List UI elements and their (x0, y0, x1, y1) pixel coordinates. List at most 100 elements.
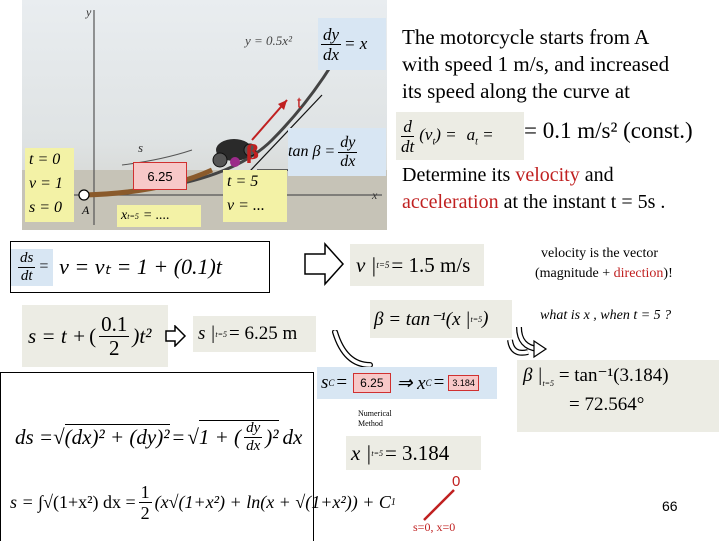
curve-equation: y = 0.5x² (245, 33, 292, 48)
red-slash-arrow (423, 489, 455, 521)
s-eq-den: 2 (108, 335, 120, 360)
axis-x-label: x (372, 188, 378, 202)
s-eq-num: 0.1 (99, 311, 130, 337)
motorcycle-icon (212, 139, 257, 168)
x-result-lhs: x | (351, 440, 372, 465)
problem-line-2: with speed 1 m/s, and increased (402, 52, 670, 76)
velocity-note-2b: direction (613, 266, 664, 281)
s-result-sub: t=5 (215, 329, 227, 339)
tan-beta-lhs: tan β = (288, 143, 336, 160)
beta-equation-box: β = tan⁻¹(x | t=5 ) (370, 300, 512, 338)
task-text-2: at the instant t = 5s . (498, 191, 666, 213)
numerical-method-note: Numerical Method (358, 409, 392, 429)
tan-beta-den: dx (340, 152, 356, 170)
arrow-right-2 (165, 325, 187, 347)
s-eq-rhs: )t² (132, 323, 152, 348)
integral-lhs: s = ∫ (10, 491, 44, 512)
integral-rhs: (x√(1+x²) + ln(x + √(1+x²)) + C (154, 491, 391, 512)
ds-den: dt (20, 267, 33, 284)
velocity-note: velocity is the vector (magnitude + dire… (535, 244, 715, 284)
down-arrow-right (516, 326, 548, 359)
velocity-note-1: velocity is the vector (541, 246, 659, 261)
s-label: s (138, 140, 144, 155)
distance-box: 6.25 (133, 162, 187, 190)
curved-arrows (332, 330, 529, 368)
velocity-result-box: v | t=5 = 1.5 m/s (350, 244, 484, 286)
distance-value: 6.25 (147, 168, 173, 184)
task-acceleration: acceleration (402, 191, 499, 213)
init-t: t = 0 (29, 151, 61, 168)
position-result-box: s | t=5 = 6.25 m (193, 316, 316, 352)
deriv-rhs: = x (344, 34, 368, 53)
x-t5-var: x (121, 208, 128, 223)
s-arc (121, 149, 193, 166)
s-eq-lhs: s = t + (28, 323, 87, 348)
problem-statement: The motorcycle starts from A with speed … (402, 24, 720, 105)
velocity-note-2c: )! (663, 266, 673, 281)
sc-value: 6.25 (353, 373, 391, 393)
s-result-lhs: s | (198, 323, 216, 344)
xc-value: 3.184 (448, 375, 479, 391)
final-v: v = ... (227, 197, 265, 214)
deriv-num: dy (321, 24, 342, 45)
velocity-note-2a: (magnitude + (535, 266, 614, 281)
x-result-sub: t=5 (371, 448, 383, 458)
zero-value: 0 (452, 473, 461, 490)
task-text-1: Determine its (402, 164, 516, 186)
xc-arrow: ⇒ x (396, 372, 426, 394)
axis-y-label: y (86, 5, 92, 19)
point-a-label: A (82, 203, 90, 217)
final-t: t = 5 (227, 173, 259, 190)
ground-area (22, 170, 387, 230)
v-result-lhs: v | (356, 252, 377, 277)
velocity-equation: v = vₜ = 1 + (0.1)t (59, 254, 222, 279)
velocity-arrowhead (278, 100, 287, 110)
c-sub: 1 (390, 496, 396, 508)
t-label: t (297, 95, 302, 112)
sc-sub: C (328, 378, 335, 388)
init-v: v = 1 (29, 175, 63, 192)
ds-int-lhs: ds = (15, 424, 54, 449)
x-result-box: x | t=5 = 3.184 (346, 436, 481, 470)
beta-sub: t=5 (470, 314, 483, 324)
integration-panel (0, 372, 314, 541)
problem-line-1: The motorcycle starts from A (402, 25, 650, 49)
beta-result-rhs2: = 72.564° (569, 393, 645, 415)
half-den: 2 (140, 502, 150, 523)
task-velocity: velocity (515, 164, 580, 186)
deriv-den: dx (323, 44, 340, 64)
v-result-sub: t=5 (376, 260, 390, 270)
x-result-rhs: = 3.184 (384, 440, 450, 465)
problem-line-3: its speed along the curve at (402, 79, 631, 103)
beta-eq: β = tan⁻¹(x | (374, 308, 471, 330)
point-a-marker (78, 189, 90, 201)
final-conditions-box: t = 5 v = ... (223, 170, 287, 222)
x-t5-sub: t=5 (127, 211, 139, 221)
sc-xc-box: s C = 6.25 ⇒ x C = 3.184 (317, 367, 497, 399)
figure-curve-svg (22, 10, 387, 230)
beta-result-rhs1: = tan⁻¹(3.184) (558, 365, 669, 386)
numerical-1: Numerical (358, 409, 392, 418)
page-number: 66 (662, 498, 678, 514)
beta-result-sub: t=5 (542, 378, 555, 388)
tan-beta-num: dy (338, 133, 358, 153)
xc-sub: C (425, 378, 432, 388)
x-at-t5-box: x t=5 = .... (117, 205, 201, 227)
accel-equation: = 0.1 m/s² (const.) (524, 118, 693, 143)
arrow-right-1 (304, 242, 345, 286)
init-s: s = 0 (29, 199, 63, 216)
task-statement: Determine its velocity and acceleration … (402, 162, 720, 216)
beta-result-box: β |t=5 = tan⁻¹(3.184) = 72.564° (517, 360, 719, 432)
half-num: 1 (138, 481, 152, 503)
s-result-rhs: = 6.25 m (229, 323, 298, 344)
initial-condition-note: s=0, x=0 (413, 520, 456, 534)
beta-label: β (246, 140, 260, 164)
v-result-rhs: = 1.5 m/s (391, 252, 471, 277)
numerical-2: Method (358, 419, 383, 428)
